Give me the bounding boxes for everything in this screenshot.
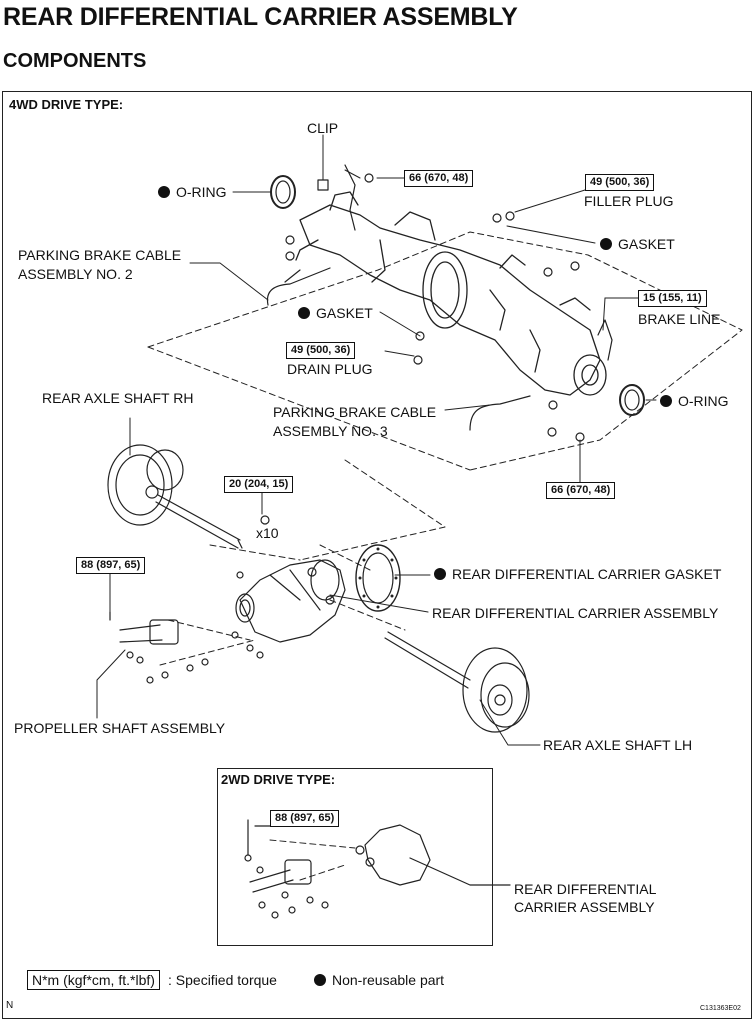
label-parking-cable-2-line2: ASSEMBLY NO. 2: [18, 266, 133, 282]
diagram-frame: [2, 91, 752, 1019]
legend-torque-unit: N*m (kgf*cm, ft.*lbf): [27, 970, 160, 990]
non-reusable-dot-icon: [158, 186, 170, 198]
propeller-shaft: [109, 611, 179, 645]
rear-axle-shaft-rh: [107, 444, 243, 549]
torque-15-brake: 15 (155, 11): [638, 290, 707, 307]
label-parking-cable-2-line1: PARKING BRAKE CABLE: [18, 247, 182, 263]
torque-66-bottom: 66 (670, 48): [546, 482, 616, 499]
drive-type-2wd: 2WD DRIVE TYPE:: [221, 772, 336, 787]
section-title: COMPONENTS: [3, 50, 147, 72]
torque-66-top: 66 (670, 48): [404, 170, 474, 187]
torque-49-drain: 49 (500, 36): [286, 342, 356, 359]
page-title: REAR DIFFERENTIAL CARRIER ASSEMBLY: [3, 3, 518, 31]
label-o-ring-left: O-RING: [158, 184, 227, 200]
label-gasket-top: GASKET: [600, 236, 675, 252]
inset-label-carrier-line2: CARRIER ASSEMBLY: [514, 899, 655, 915]
inset-2wd-frame: [217, 768, 493, 946]
label-propeller-shaft: PROPELLER SHAFT ASSEMBLY: [14, 720, 226, 736]
drive-type-4wd: 4WD DRIVE TYPE:: [9, 97, 124, 112]
label-gasket-mid: GASKET: [298, 305, 373, 321]
torque-88: 88 (897, 65): [76, 557, 146, 574]
torque-49-filler: 49 (500, 36): [585, 174, 655, 191]
legend-non-reusable: Non-reusable part: [314, 972, 444, 988]
label-x10: x10: [256, 525, 279, 541]
non-reusable-dot-icon: [314, 974, 326, 986]
legend-torque-desc: : Specified torque: [168, 972, 277, 988]
label-brake-line: BRAKE LINE: [638, 311, 721, 327]
axle-housing: [295, 191, 607, 396]
footer-mark: N: [6, 1000, 14, 1011]
figure-code: C131363E02: [700, 1005, 741, 1012]
non-reusable-dot-icon: [660, 395, 672, 407]
non-reusable-dot-icon: [434, 568, 446, 580]
non-reusable-dot-icon: [600, 238, 612, 250]
inset-label-carrier-line1: REAR DIFFERENTIAL: [514, 881, 657, 897]
label-o-ring-right: O-RING: [660, 393, 729, 409]
label-filler-plug: FILLER PLUG: [584, 193, 674, 209]
label-parking-cable-3-line2: ASSEMBLY NO. 3: [273, 423, 388, 439]
label-rear-axle-rh: REAR AXLE SHAFT RH: [42, 390, 194, 406]
torque-20: 20 (204, 15): [224, 476, 294, 493]
rear-axle-shaft-lh: [384, 631, 530, 733]
label-parking-cable-3-line1: PARKING BRAKE CABLE: [273, 404, 437, 420]
non-reusable-dot-icon: [298, 307, 310, 319]
label-drain-plug: DRAIN PLUG: [287, 361, 373, 377]
label-rear-axle-lh: REAR AXLE SHAFT LH: [543, 737, 693, 753]
differential-carrier: [235, 559, 346, 643]
inset-torque-88: 88 (897, 65): [270, 810, 340, 827]
label-carrier-gasket: REAR DIFFERENTIAL CARRIER GASKET: [434, 566, 721, 582]
label-clip: CLIP: [307, 120, 339, 136]
label-carrier-assembly: REAR DIFFERENTIAL CARRIER ASSEMBLY: [432, 605, 719, 621]
inset-2wd-drawing: [244, 819, 511, 919]
